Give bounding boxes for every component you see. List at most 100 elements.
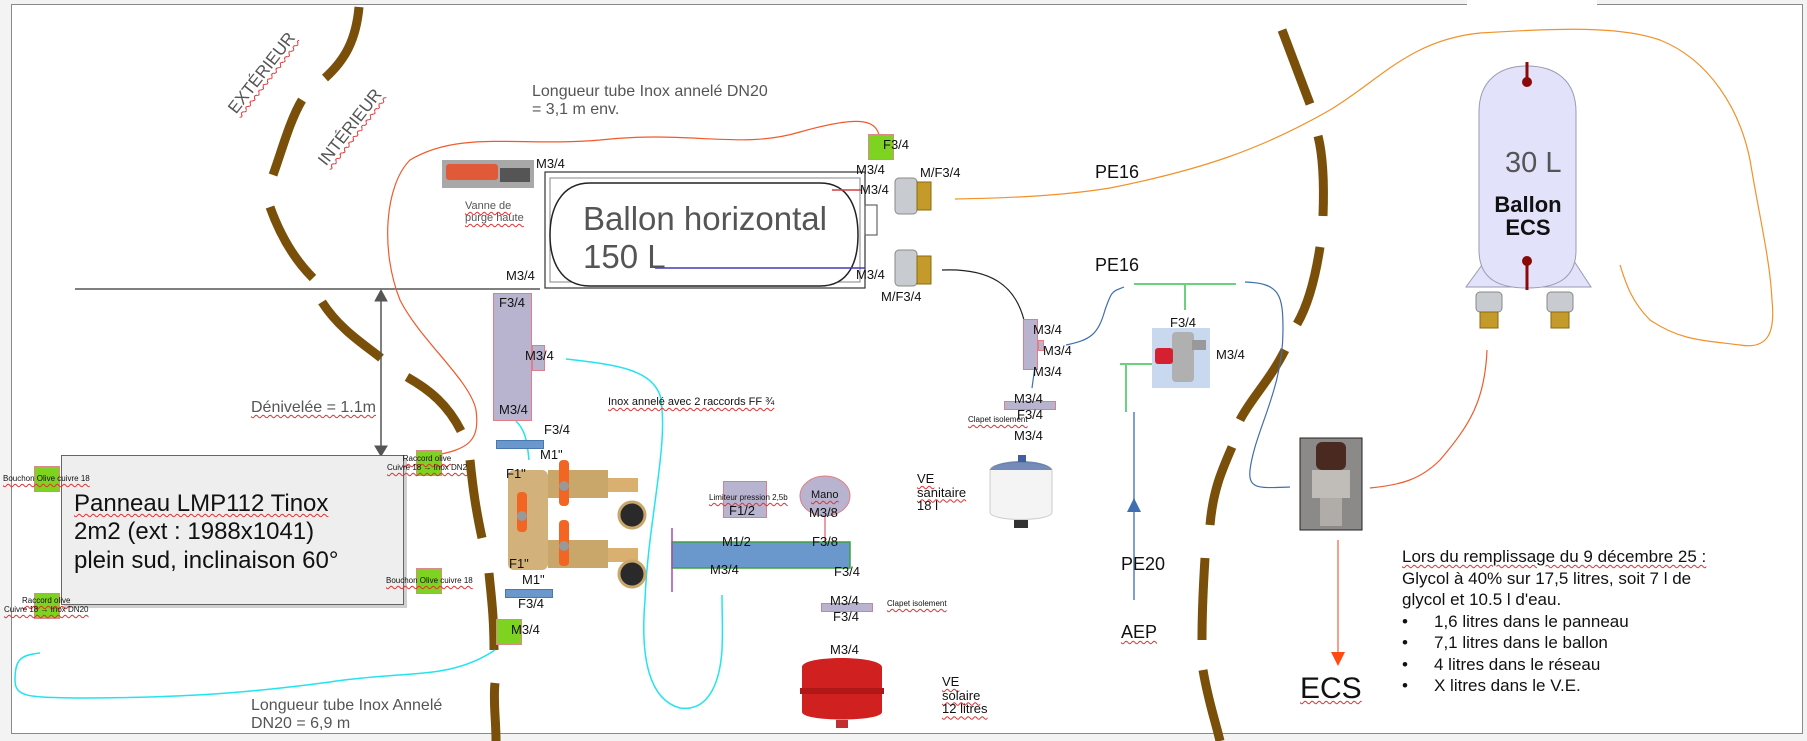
limiteur-f12: F1/2: [729, 503, 756, 518]
clapet-solaire-label: Clapet isolement: [887, 599, 947, 608]
limiteur-label: Limiteur pression 2,5b: [709, 493, 788, 502]
wall-dash: [1197, 557, 1210, 641]
groupe-secu-f34: F3/4: [1170, 315, 1197, 330]
fitting-f34-top: [868, 134, 894, 160]
vanne-purge-icon: [442, 160, 534, 188]
wall-dash: [1313, 134, 1328, 217]
denivelee-label: Dénivelée = 1.1m: [251, 399, 376, 416]
purge-f34: F3/4: [499, 295, 526, 310]
filling-notes: Lors du remplissage du 9 décembre 25 : G…: [1402, 546, 1706, 697]
ballon-m34-topleft: M3/4: [536, 156, 565, 171]
manifold-m34-green: M3/4: [511, 622, 540, 637]
wall-dash: [1235, 347, 1290, 423]
pipe-ecs-label: ECS: [1300, 672, 1362, 705]
clapet-san-m34: M3/4: [1014, 391, 1043, 406]
solar-panel: [61, 455, 404, 605]
manifold-bottom-nipple: [505, 589, 553, 598]
raccord-left-fitting: [34, 593, 60, 619]
groupe-secu-m34: M3/4: [1216, 347, 1245, 362]
ballon-mf34-bottom: M/F3/4: [881, 289, 922, 304]
ve-solaire-label: VE solaire 12 litres: [942, 674, 988, 717]
panel-description: Panneau LMP112 Tinox 2m2 (ext : 1988x104…: [74, 490, 339, 574]
pipe-aep-label: AEP: [1121, 622, 1158, 642]
pipe-ecs-hot: [1369, 349, 1488, 489]
manifold-valve-icon: [508, 460, 647, 589]
ballon-m34-bottomright: M3/4: [856, 267, 885, 282]
vanne-purge-label: Vanne de purge haute: [465, 200, 524, 225]
bouchon-right-label: Bouchon Olive cuivre 18: [386, 576, 473, 585]
manifold-f34: F3/4: [544, 422, 571, 437]
ve-solaire-m34: M3/4: [830, 642, 859, 657]
ballon-ecs-drawing: [1465, 62, 1592, 290]
ballon-m34-right1: M3/4: [856, 162, 885, 177]
wall-dash: [318, 299, 384, 362]
clapet-san-f34: F3/4: [1017, 407, 1044, 422]
ballon-f34-top: F3/4: [883, 137, 910, 152]
bouchon-right-fitting: [416, 568, 442, 594]
pipe-blue-mitigeur: [1244, 281, 1291, 489]
wall-dash: [465, 459, 487, 539]
bar-f34: F3/4: [834, 564, 861, 579]
denivelee-arrow: [374, 288, 388, 457]
clapet-sanitaire: [1004, 401, 1056, 410]
purge-m34-side: M3/4: [525, 348, 554, 363]
tube-inox-top: [387, 120, 881, 457]
tube-bottom-annotation: Longueur tube Inox Annelé DN20 = 6,9 m: [251, 697, 443, 732]
ballon-horizontal-title: Ballon horizontal 150 L: [583, 200, 827, 275]
ve-sanitaire-icon: [989, 455, 1053, 528]
wall-right: [1197, 28, 1328, 741]
list-item: 7,1 litres dans le ballon: [1402, 632, 1706, 654]
clapet-solaire-m34: M3/4: [830, 593, 859, 608]
ballon-mf34-top: M/F3/4: [920, 165, 961, 180]
bouchon-left-label: Bouchon Olive cuivre 18: [3, 474, 90, 483]
pipe-pe16-bottom-black: [941, 269, 1025, 321]
list-item: 4 litres dans le réseau: [1402, 654, 1706, 676]
pipe-pe20-arrow: [1127, 498, 1141, 512]
bar-m34: M3/4: [710, 562, 739, 577]
pipe-green: [1120, 283, 1236, 412]
wall-dash: [1205, 445, 1237, 526]
tube-inox-bottom: [14, 649, 496, 699]
mitigeur-icon: [1299, 437, 1363, 531]
wall-dash: [1277, 28, 1315, 106]
tee-m34-a: M3/4: [1033, 322, 1062, 337]
connector-top-icon: [894, 177, 932, 215]
clapet-san-label: Clapet isolement: [968, 415, 1028, 424]
bar-f38: F3/8: [812, 534, 839, 549]
manifold-m1-top: M1": [540, 447, 563, 462]
canvas-top-gap: [1467, 0, 1597, 6]
clapet-solaire: [821, 603, 873, 612]
mano-label: Mano: [811, 489, 839, 501]
distribution-bar: [671, 541, 851, 569]
fitting-m34-green: [496, 619, 522, 645]
purge-column: [493, 293, 532, 421]
pipe-blue-tee: [1065, 286, 1125, 346]
tube-inox-ff: [565, 358, 724, 709]
tube-inox-purge: [515, 420, 530, 461]
manifold-top-nipple: [496, 440, 544, 449]
wall-left: [265, 6, 501, 741]
groupe-securite-icon: [1152, 328, 1210, 388]
pipe-pe16-top-label: PE16: [1095, 162, 1140, 182]
connector-bottom-icon: [894, 249, 932, 287]
wall-dash: [265, 205, 317, 282]
purge-side-nipple: [532, 345, 545, 371]
mano-m38: M3/8: [809, 505, 838, 520]
wall-dash: [321, 6, 364, 82]
manifold-f1-bottom: F1": [509, 556, 529, 571]
limiteur-pression: [723, 481, 767, 518]
tube-top-annotation: Longueur tube Inox annelé DN20 = 3,1 m e…: [532, 83, 768, 118]
clapet-solaire-f34: F3/4: [833, 609, 860, 624]
ballon-ecs-volume: 30 L: [1505, 147, 1562, 179]
pipe-pe20-label: PE20: [1121, 554, 1166, 574]
bouchon-left-fitting: [34, 466, 60, 492]
tee-m34-c: M3/4: [1033, 364, 1062, 379]
bar-m12: M1/2: [722, 534, 751, 549]
ballon-horizontal-drawing: [544, 171, 878, 289]
pipe-pe16-top: [954, 28, 1774, 347]
sanitary-tee-nipple: [1038, 340, 1044, 351]
manifold-f1-top: F1": [506, 466, 526, 481]
connector-ecs-left-icon: [1475, 291, 1503, 329]
manifold-m1-bottom: M1": [522, 572, 545, 587]
